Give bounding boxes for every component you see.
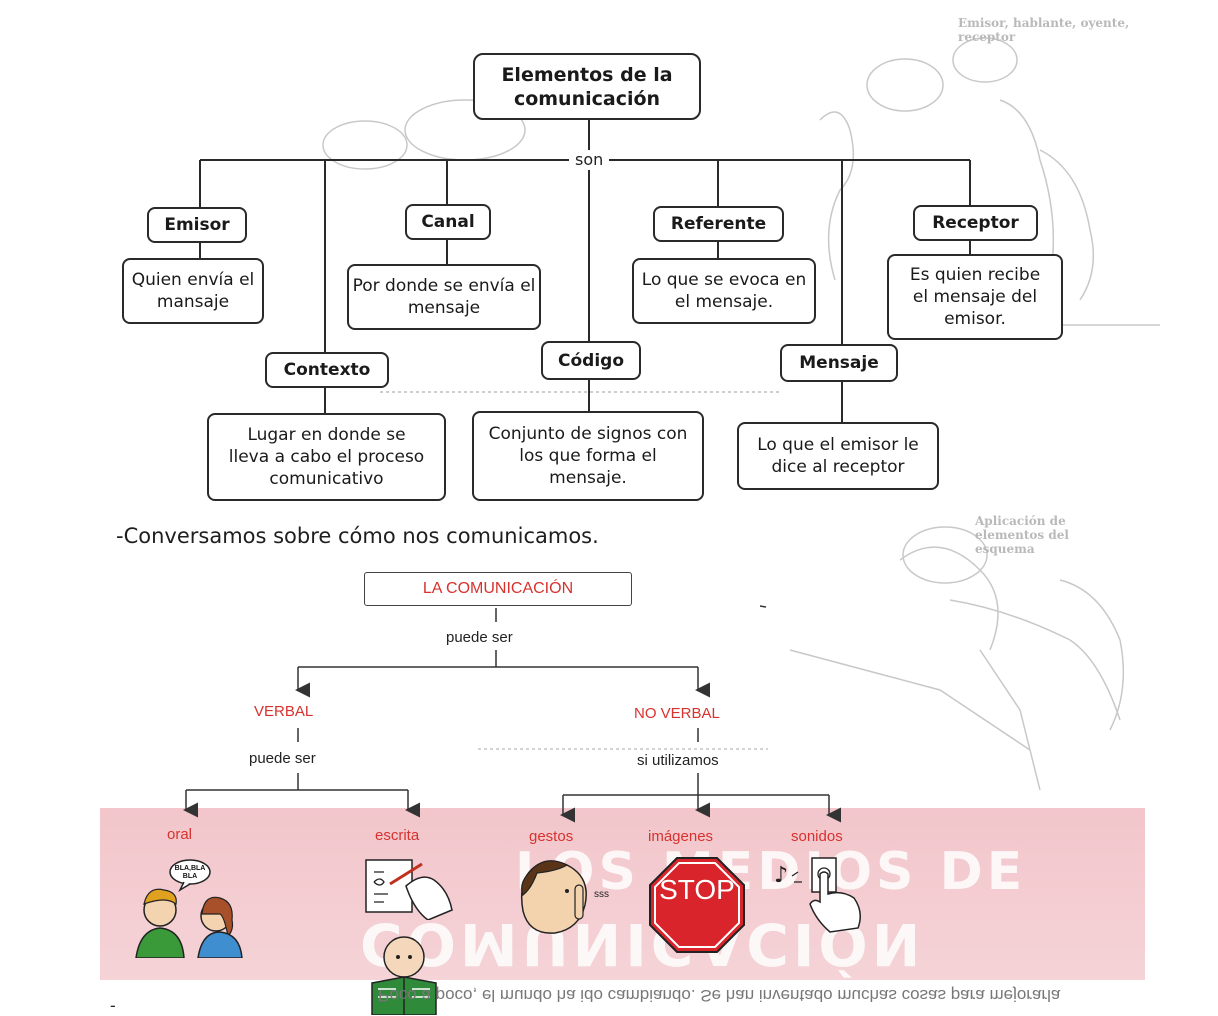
lower-connector: puede ser [446,629,513,646]
desc-contexto: Lugar en donde se lleva a cabo el proces… [207,413,446,501]
bg-mirrored-text: Poco a poco, el mundo ha ido cambiando. … [378,986,1061,1005]
section-subtitle: -Conversamos sobre cómo nos comunicamos. [116,524,599,548]
no-verbal-connector: si utilizamos [637,752,719,769]
stop-sign-icon [649,857,745,953]
map-connector-son: son [569,150,610,169]
leaf-imagenes: imágenes [648,828,714,845]
desc-mensaje: Lo que el emisor le dice al receptor [737,422,939,490]
desc-referente: Lo que se evoca en el mensaje. [632,258,816,324]
band-text-line1: LOS MEDIOS DE [515,842,1027,902]
bg-heading-left: Aplicación de elementos del esquema [975,514,1069,556]
map-title-line1: Elementos de la [501,63,673,86]
lower-title: LA COMUNICACIÓN [364,572,632,606]
leaf-oral: oral [167,826,193,843]
leaf-sonidos: sonidos [791,828,843,845]
category-no-verbal: NO VERBAL [634,705,720,722]
desc-canal: Por donde se envía el mensaje [347,264,541,330]
node-receptor: Receptor [913,205,1038,241]
leaf-gestos: gestos [529,828,574,845]
node-emisor: Emisor [147,207,247,243]
media-band [100,808,1145,980]
writing-hand-icon [365,859,453,920]
svg-text:♪: ♪ [774,863,788,888]
talking-kids-icon [135,859,243,958]
verbal-connector: puede ser [249,750,316,767]
speech-bubble-text: BLA,BLA BLA [174,865,206,880]
reading-child-icon [371,936,437,1015]
desc-emisor: Quien envía el mansaje [122,258,264,324]
node-codigo: Código [541,341,641,380]
node-canal: Canal [405,204,491,240]
map-title-line2: comunicación [513,87,661,110]
desc-receptor: Es quien recibe el mensaje del emisor. [887,254,1063,340]
node-referente: Referente [653,206,784,242]
node-contexto: Contexto [265,352,389,388]
leaf-escrita: escrita [375,827,420,844]
shh-sound-text: sss [594,889,609,900]
bg-heading-right: Emisor, hablante, oyente, receptor [958,16,1130,44]
desc-codigo: Conjunto de signos con los que forma el … [472,411,704,501]
category-verbal: VERBAL [254,703,314,720]
shushing-face-icon [520,860,587,934]
node-mensaje: Mensaje [780,344,898,382]
page-dash: - [110,996,116,1015]
stop-sign-text: STOP [659,874,735,905]
doorbell-icon: ♪ [774,857,861,933]
